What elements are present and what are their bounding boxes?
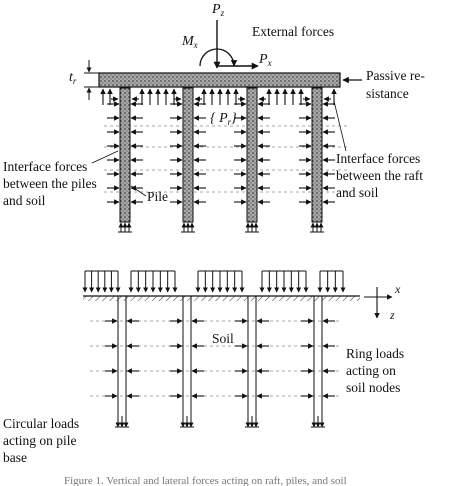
tr-label: tr [69, 70, 77, 86]
px-label: Px [258, 52, 272, 68]
interface-raft-leader [333, 100, 347, 152]
pile-hole [105, 296, 139, 428]
bottom-pile-holes [105, 296, 335, 428]
ground-surface [83, 295, 360, 301]
ring-loads-label-line2: acting on [346, 363, 396, 378]
pile [170, 87, 206, 233]
circular-loads-label-line3: base [3, 450, 27, 465]
mx-label: Mx [181, 34, 198, 50]
pile-hole [170, 296, 204, 428]
passive-resistance-label-line2: sistance [366, 86, 409, 101]
passive-resistance-label-line1: Passive re- [366, 68, 425, 83]
pile [299, 87, 335, 233]
pz-label: Pz [211, 2, 225, 18]
pile-leader [130, 185, 147, 197]
circular-loads-label-line2: acting on pile [3, 433, 76, 448]
surface-load-group [259, 270, 309, 293]
circular-loads-label-line1: Circular loads [3, 416, 79, 431]
bottom-diagram: x z Soil Ring loads acting on soil nodes… [3, 270, 404, 465]
interface-raft-label-line1: Interface forces [336, 151, 420, 166]
external-forces-group: Pz Mx Px External forces [181, 2, 334, 70]
surface-load-group [128, 270, 178, 293]
axis-z-label: z [389, 308, 395, 322]
ring-loads-label-line3: soil nodes [346, 380, 400, 395]
interface-raft-label-line3: and soil [336, 185, 379, 200]
soil-label: Soil [212, 331, 234, 346]
ring-loads-label-line1: Ring loads [346, 346, 404, 361]
pile-shaft [119, 87, 131, 223]
interface-piles-label-line2: between the piles [3, 176, 97, 191]
pr-label: { Pr} [210, 111, 237, 127]
top-piles [107, 87, 335, 233]
interface-piles-label-line3: and soil [3, 193, 46, 208]
surface-load-group [195, 270, 245, 293]
pile-label: Pile [147, 189, 168, 204]
pile-shaft [182, 87, 194, 223]
interface-piles-leader [91, 150, 119, 164]
external-forces-label: External forces [252, 24, 334, 39]
surface-load-group [82, 270, 121, 293]
mx-moment-arrow [199, 48, 238, 67]
pile [234, 87, 270, 233]
surface-load-group [317, 270, 346, 293]
raft-interface-arrows [100, 88, 337, 105]
raft-thickness-marker: tr [69, 60, 99, 100]
interface-piles-label-line1: Interface forces [3, 159, 87, 174]
pile [107, 87, 143, 233]
pile-hole [301, 296, 335, 428]
coordinate-axes: x z [364, 282, 401, 322]
figure-caption: Figure 1. Vertical and lateral forces ac… [64, 475, 347, 486]
pile-shaft [311, 87, 323, 223]
surface-loads [82, 270, 346, 293]
pile-hole [235, 296, 269, 428]
pile-shaft [246, 87, 258, 223]
top-diagram: Pz Mx Px External forces tr Passive re- … [3, 2, 425, 233]
axis-x-label: x [394, 282, 401, 296]
passive-resistance-group: Passive re- sistance [342, 68, 425, 101]
raft [98, 72, 341, 88]
interface-raft-label-line2: between the raft [336, 168, 423, 183]
